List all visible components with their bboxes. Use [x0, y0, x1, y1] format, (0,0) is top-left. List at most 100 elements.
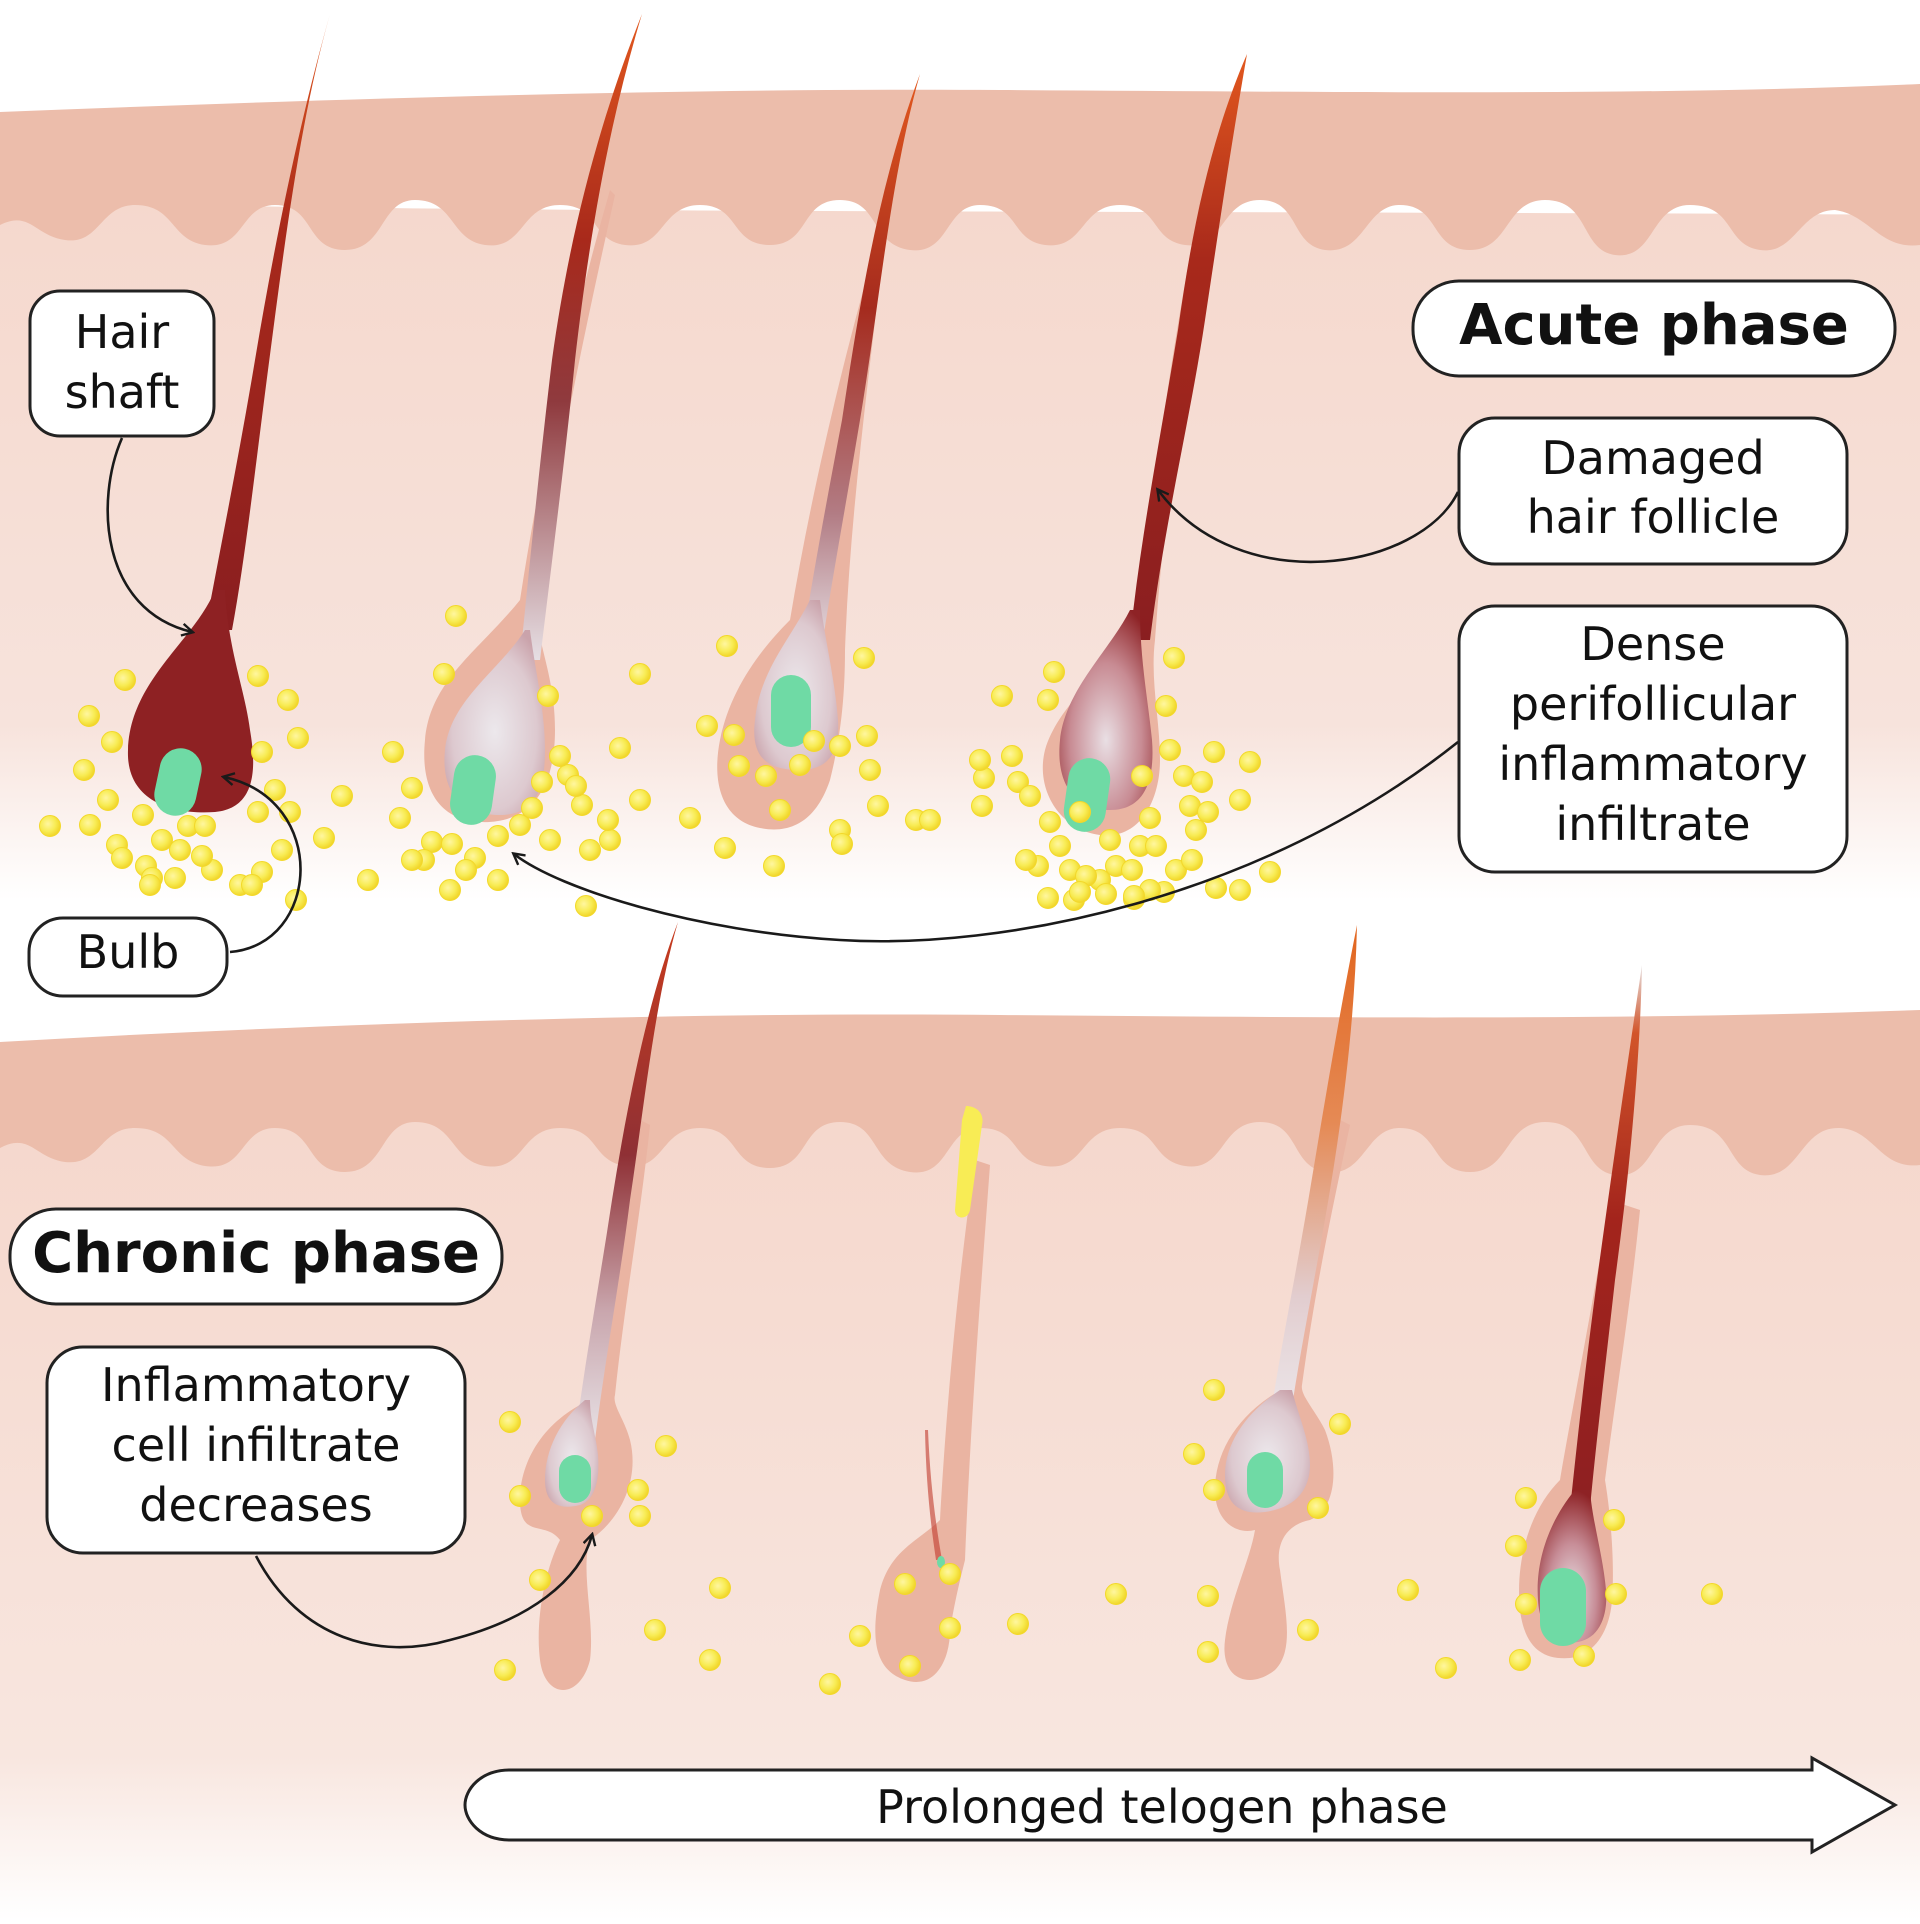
- inflammatory-cell: [597, 809, 619, 831]
- inflammatory-cell: [73, 759, 95, 781]
- inflammatory-cell: [487, 825, 509, 847]
- inflammatory-cell: [1123, 885, 1145, 907]
- inflammatory-cell: [132, 804, 154, 826]
- chronic-hair-shaft-3: [1270, 925, 1357, 1420]
- inflammatory-cell: [277, 689, 299, 711]
- inflammatory-cell: [549, 745, 571, 767]
- label-damaged-follicle-line-2: hair follicle: [1527, 490, 1780, 544]
- dermal-papilla-2: [450, 755, 496, 825]
- inflammatory-cell: [856, 725, 878, 747]
- label-dense-infiltrate-line-1: Dense: [1580, 617, 1725, 671]
- inflammatory-cell: [575, 895, 597, 917]
- inflammatory-cell: [1183, 1443, 1205, 1465]
- acute-follicle-2: [424, 14, 642, 825]
- label-damaged-follicle-line-1: Damaged: [1541, 431, 1764, 485]
- connector-bulb: [224, 777, 302, 954]
- inflammatory-cell: [1701, 1583, 1723, 1605]
- label-hair-shaft-line-1: Hair: [75, 305, 170, 359]
- inflammatory-cell: [1505, 1535, 1527, 1557]
- chronic-sheath-2: [875, 1160, 990, 1682]
- inflammatory-cell: [1121, 859, 1143, 881]
- label-damaged-follicle: Damaged hair follicle: [1457, 416, 1849, 566]
- inflammatory-cell: [1239, 751, 1261, 773]
- label-chronic-phase-box: [8, 1207, 504, 1306]
- inflammatory-cell: [599, 829, 621, 851]
- inflammatory-cell: [1191, 771, 1213, 793]
- inflammatory-cell: [1397, 1579, 1419, 1601]
- inflammatory-cell: [728, 755, 750, 777]
- inflammatory-cell: [1509, 1649, 1531, 1671]
- inflammatory-cell: [1015, 849, 1037, 871]
- inflammatory-cell: [247, 665, 269, 687]
- hair-shaft-2: [520, 14, 642, 660]
- inflammatory-cell: [755, 765, 777, 787]
- label-dense-infiltrate: Dense perifollicular inflammatory infilt…: [1457, 604, 1849, 874]
- inflammatory-cell: [1203, 1379, 1225, 1401]
- inflammatory-cell: [803, 730, 825, 752]
- inflammatory-cell: [1163, 647, 1185, 669]
- label-dense-infiltrate-line-3: inflammatory: [1498, 737, 1807, 791]
- inflammatory-cell: [819, 1673, 841, 1695]
- inflammatory-cell: [287, 727, 309, 749]
- inflammatory-cell: [441, 833, 463, 855]
- chronic-follicle-3: [1215, 925, 1357, 1680]
- chronic-dermal-papilla-2: [937, 1556, 945, 1568]
- inflammatory-cell: [1197, 1585, 1219, 1607]
- inflammatory-cell: [1203, 1479, 1225, 1501]
- inflammatory-cell: [581, 1505, 603, 1527]
- inflammatory-cell: [79, 814, 101, 836]
- inflammatory-cell: [829, 735, 851, 757]
- inflammatory-cell: [969, 749, 991, 771]
- inflammatory-cell: [499, 1411, 521, 1433]
- inflammatory-cell: [919, 809, 941, 831]
- inflammatory-cell: [401, 849, 423, 871]
- chronic-follicle-4: [1519, 965, 1642, 1659]
- inflammatory-cell: [1159, 739, 1181, 761]
- inflammatory-cell: [939, 1563, 961, 1585]
- label-infiltrate-decreases-box: [45, 1345, 467, 1555]
- inflammatory-cell: [714, 837, 736, 859]
- connector-damaged-follicle: [1158, 490, 1460, 564]
- inflammatory-cell: [1185, 819, 1207, 841]
- telogen-arrow: Prolonged telogen phase: [463, 1755, 1899, 1855]
- chronic-hair-shaft-2: [925, 1430, 942, 1560]
- inflammatory-cell: [1105, 1583, 1127, 1605]
- inflammatory-cell: [529, 1569, 551, 1591]
- acute-follicle-3: [717, 74, 920, 830]
- club-hair-2: [955, 1106, 983, 1218]
- inflammatory-cell: [313, 827, 335, 849]
- acute-follicle-1: [127, 14, 330, 816]
- inflammatory-cell: [971, 795, 993, 817]
- connector-hair-shaft: [106, 437, 192, 632]
- inflammatory-cell: [1001, 745, 1023, 767]
- inflammatory-cell: [1139, 807, 1161, 829]
- inflammatory-cell: [1573, 1645, 1595, 1667]
- inflammatory-cell: [537, 685, 559, 707]
- inflammatory-cell: [644, 1619, 666, 1641]
- inflammatory-cell: [151, 829, 173, 851]
- inflammatory-cell: [521, 797, 543, 819]
- inflammatory-cell: [1197, 1641, 1219, 1663]
- inflammatory-cell: [679, 807, 701, 829]
- inflammatory-cell: [899, 1655, 921, 1677]
- inflammatory-cell: [1297, 1619, 1319, 1641]
- inflammatory-cell: [455, 859, 477, 881]
- chronic-hair-shaft-1: [575, 922, 678, 1440]
- chronic-bulb-3: [1225, 1390, 1310, 1513]
- label-chronic-phase: Chronic phase: [8, 1207, 504, 1306]
- inflammatory-cell: [655, 1435, 677, 1457]
- inflammatory-cell: [169, 839, 191, 861]
- inflammatory-cell: [494, 1659, 516, 1681]
- inflammatory-cell: [1039, 811, 1061, 833]
- dermal-papilla-3: [771, 675, 811, 747]
- inflammatory-cell: [509, 1485, 531, 1507]
- inflammatory-cell: [531, 771, 553, 793]
- inflammatory-cell: [709, 1577, 731, 1599]
- label-dense-infiltrate-line-2: perifollicular: [1510, 677, 1796, 731]
- chronic-hair-shaft-4: [1568, 965, 1642, 1530]
- inflammatory-cell: [1069, 801, 1091, 823]
- inflammatory-cell: [1037, 689, 1059, 711]
- label-hair-shaft-box: [28, 289, 216, 438]
